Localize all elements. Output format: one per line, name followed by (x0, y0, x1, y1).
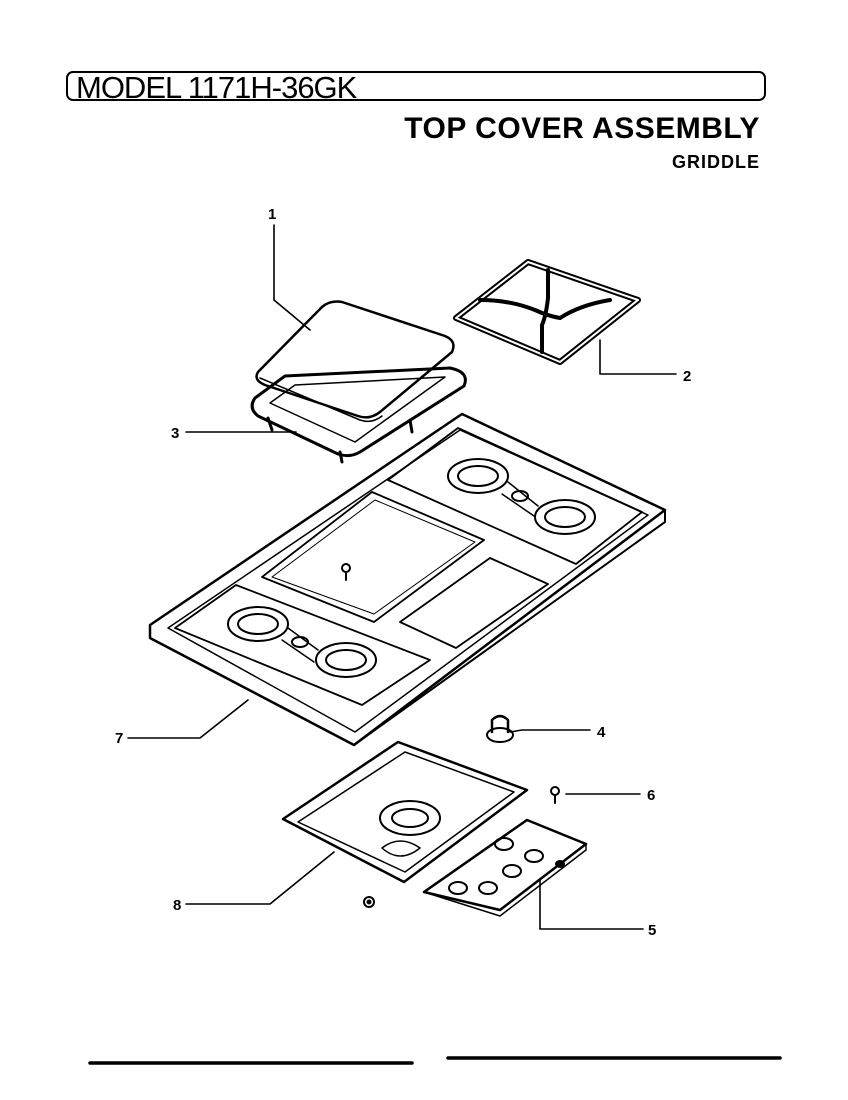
model-box: MODEL 1171H-36GK (66, 71, 766, 105)
callout-1: 1 (268, 206, 276, 223)
page-title: TOP COVER ASSEMBLY (404, 112, 760, 145)
part-burner-pan (281, 740, 529, 884)
callout-3: 3 (171, 425, 179, 442)
part-screw (550, 786, 560, 804)
callout-6: 6 (647, 787, 655, 804)
part-griddle-plate (255, 300, 455, 423)
part-drip-tray (422, 818, 588, 917)
part-griddle-frame (250, 366, 467, 464)
callout-7: 7 (115, 730, 123, 747)
footer-rules (88, 1056, 782, 1065)
leader-lines (127, 224, 677, 930)
callout-5: 5 (648, 922, 656, 939)
part-knob (486, 714, 514, 743)
model-label: MODEL 1171H-36GK (76, 70, 357, 105)
callout-4: 4 (597, 724, 606, 741)
page-subtitle: GRIDDLE (672, 152, 760, 172)
part-burner-grate (453, 259, 641, 365)
callout-8: 8 (173, 897, 181, 914)
part-screw-loose (363, 896, 375, 908)
callout-2: 2 (683, 368, 691, 385)
part-top-cover (148, 412, 667, 747)
